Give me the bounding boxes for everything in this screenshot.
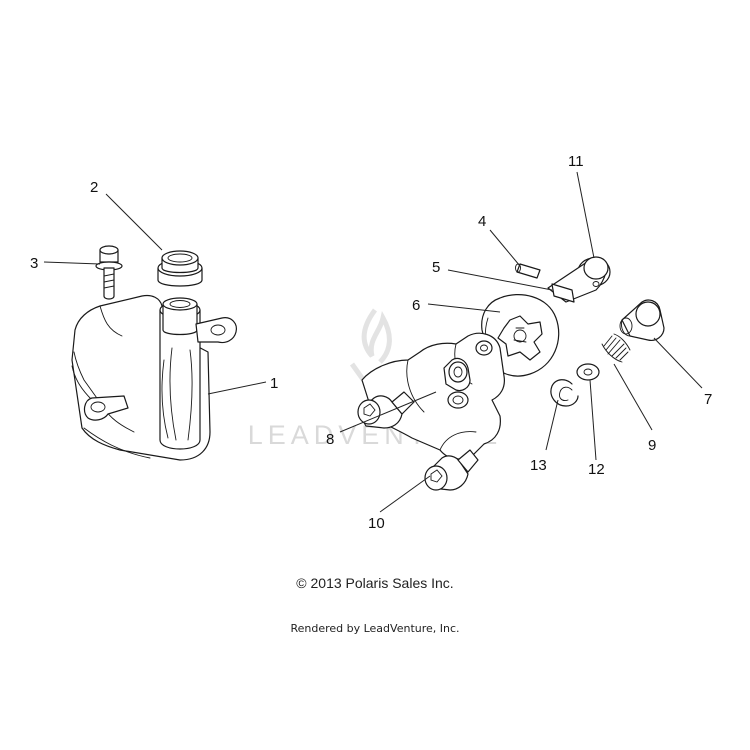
pump-body-bosses [443, 340, 493, 409]
leader-8 [339, 391, 437, 433]
callout-9: 9 [648, 437, 656, 454]
leader-6 [427, 303, 501, 313]
part-9-spring [601, 333, 631, 363]
leader-lines [43, 171, 703, 513]
part-5-drive-shaft [547, 256, 609, 303]
callout-11: 11 [568, 153, 584, 170]
leader-12 [589, 379, 597, 461]
leader-13 [545, 399, 559, 451]
callout-2: 2 [90, 179, 98, 196]
leader-2 [105, 193, 163, 251]
part-4-pin [515, 263, 541, 279]
callout-4: 4 [478, 213, 486, 230]
part-3-flange-bolt [95, 245, 123, 300]
leader-4 [489, 229, 521, 267]
callout-6: 6 [412, 297, 420, 314]
part-7-valve-cap [619, 299, 665, 341]
callout-numbers: 1 2 3 4 5 6 7 8 9 10 11 12 13 [30, 153, 712, 532]
callout-7: 7 [704, 391, 712, 408]
callout-5: 5 [432, 259, 440, 276]
leader-3 [43, 261, 101, 265]
part-12-small-washer [576, 363, 600, 381]
part-2-plug-cap [157, 250, 203, 287]
part-10-socket-bolt-lower [424, 449, 479, 491]
callout-1: 1 [270, 375, 278, 392]
part-1-cover-housing [71, 294, 237, 461]
leader-7 [653, 337, 703, 389]
part-8-pump-body [361, 332, 505, 460]
leader-1 [207, 381, 267, 395]
callout-8: 8 [326, 431, 334, 448]
callout-12: 12 [588, 461, 605, 478]
leader-5 [447, 269, 553, 291]
leader-11 [576, 171, 595, 259]
leader-10 [379, 475, 431, 513]
callout-3: 3 [30, 255, 38, 272]
callout-13: 13 [530, 457, 547, 474]
part-13-retaining-clip [550, 379, 579, 407]
rendered-by-notice: Rendered by LeadVenture, Inc. [290, 622, 460, 635]
leader-9 [613, 363, 653, 431]
copyright-notice: © 2013 Polaris Sales Inc. [296, 575, 454, 591]
callout-10: 10 [368, 515, 385, 532]
